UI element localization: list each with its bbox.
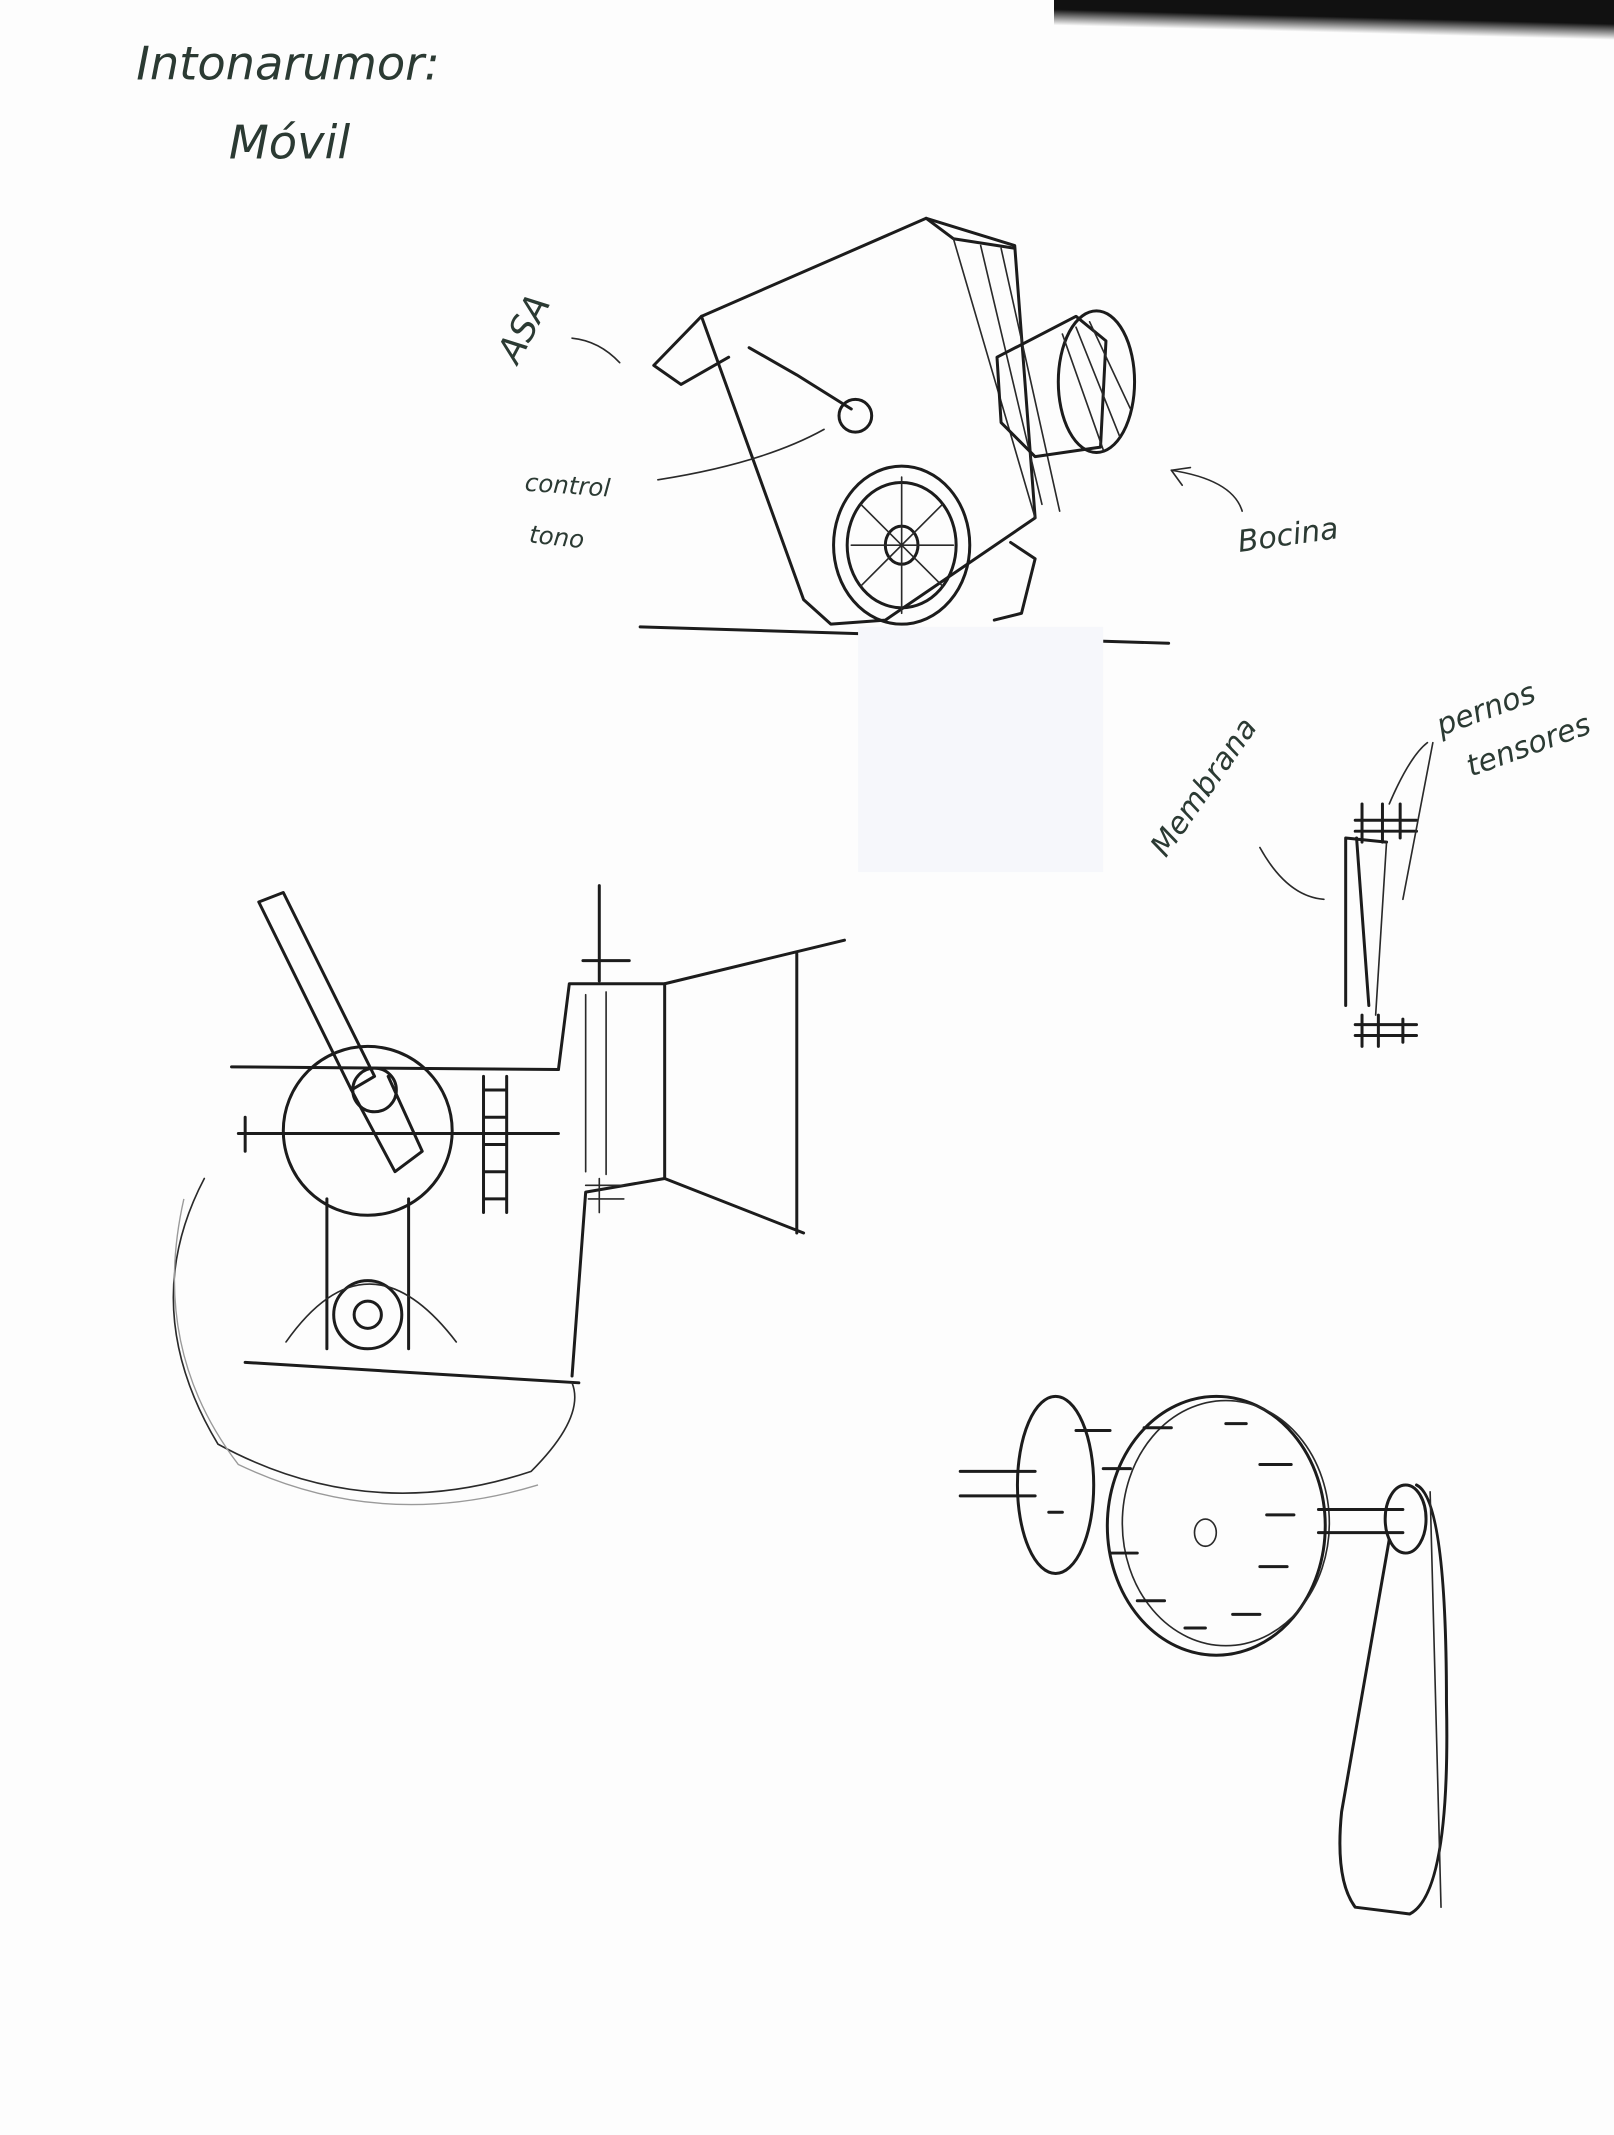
membrane-detail-sketch [1259, 741, 1434, 1048]
drum-belt-sketch [958, 1394, 1449, 1916]
mechanism-sketch [172, 884, 846, 1506]
label-membrane: Membrana [1144, 711, 1265, 863]
title-line2: Móvil [229, 115, 351, 169]
label-tone-control-1: control [524, 468, 611, 503]
scan-shadow [858, 626, 1104, 873]
label-horn: Bocina [1236, 511, 1341, 560]
title-line1: Intonarumor: [136, 36, 440, 90]
label-tone-control-2: tono [528, 520, 586, 555]
cart-sketch [571, 216, 1243, 645]
label-handle: ASA [488, 288, 558, 372]
